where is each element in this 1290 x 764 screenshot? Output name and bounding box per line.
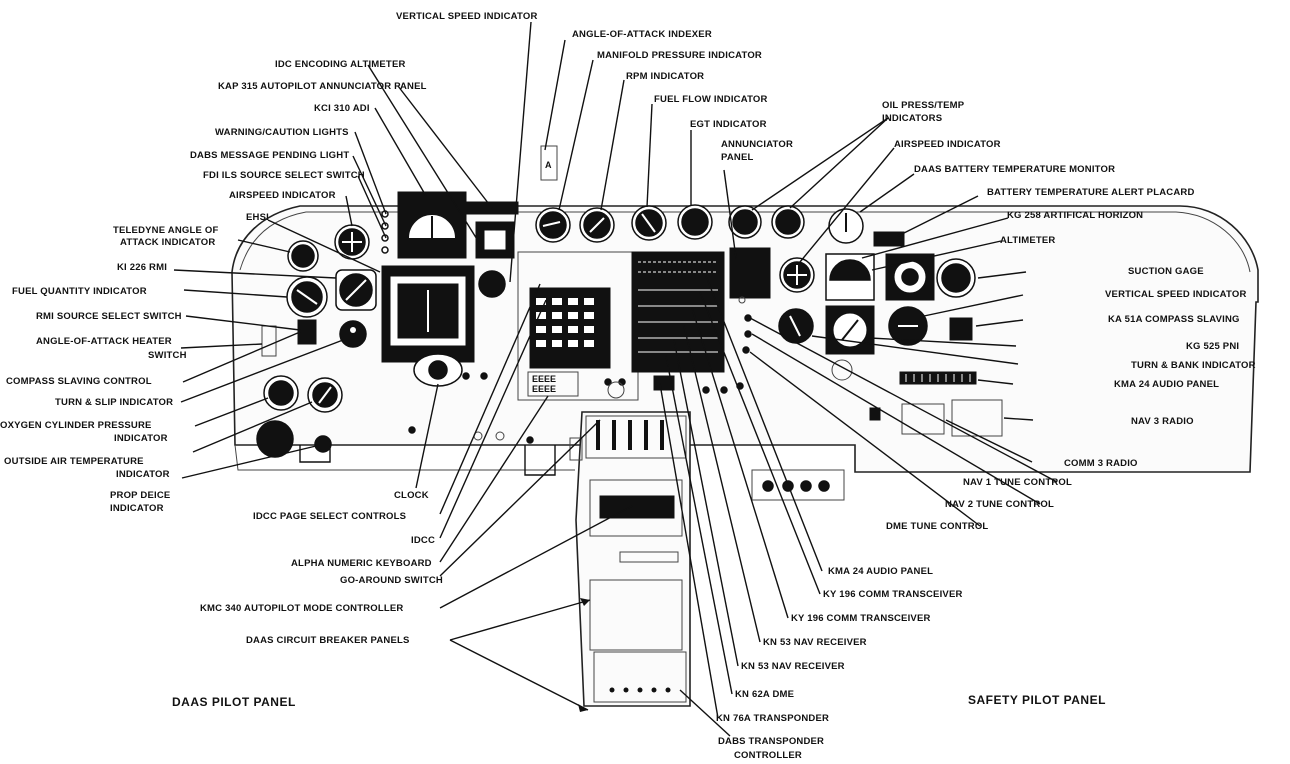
prop-deice-gauge-large (257, 421, 293, 457)
autopilot-gauge (479, 271, 505, 297)
label-safety-pilot-panel: SAFETY PILOT PANEL (968, 693, 1106, 707)
label-kg-525-pni: KG 525 PNI (1186, 341, 1239, 352)
label-oil-press-temp-line2: INDICATORS (882, 113, 942, 124)
label-idcc-page-select-controls: IDCC PAGE SELECT CONTROLS (253, 511, 406, 522)
label-comm-3-radio: COMM 3 RADIO (1064, 458, 1138, 469)
label-warning-caution-lights: WARNING/CAUTION LIGHTS (215, 127, 349, 138)
label-kn-62a-dme: KN 62A DME (735, 689, 794, 700)
label-prop-deice-line2: INDICATOR (110, 503, 164, 514)
label-dabs-transponder-line2: CONTROLLER (734, 750, 802, 761)
label-oat-line2: INDICATOR (116, 469, 170, 480)
label-kma-24-audio-panel-right: KMA 24 AUDIO PANEL (1114, 379, 1219, 390)
label-ky-196-comm-transceiver-1: KY 196 COMM TRANSCEIVER (823, 589, 963, 600)
label-vertical-speed-indicator-right: VERTICAL SPEED INDICATOR (1105, 289, 1247, 300)
radio-stack (632, 252, 724, 372)
label-dabs-message-pending-light: DABS MESSAGE PENDING LIGHT (190, 150, 349, 161)
label-kn-53-nav-receiver-2: KN 53 NAV RECEIVER (741, 661, 845, 672)
autopilot-annunciator (462, 202, 518, 214)
label-compass-slaving-control: COMPASS SLAVING CONTROL (6, 376, 152, 387)
label-nav-3-radio: NAV 3 RADIO (1131, 416, 1194, 427)
label-manifold-pressure-indicator: MANIFOLD PRESSURE INDICATOR (597, 50, 762, 61)
label-daas-circuit-breaker-panels: DAAS CIRCUIT BREAKER PANELS (246, 635, 410, 646)
label-airspeed-indicator-right: AIRSPEED INDICATOR (894, 139, 1001, 150)
label-prop-deice-line1: PROP DEICE (110, 490, 170, 501)
label-fdi-ils-source-select-switch: FDI ILS SOURCE SELECT SWITCH (203, 170, 365, 181)
label-clock: CLOCK (394, 490, 429, 501)
label-egt-indicator: EGT INDICATOR (690, 119, 767, 130)
label-teledyne-aoa-line1: TELEDYNE ANGLE OF (113, 225, 218, 236)
label-annunciator-panel-line2: PANEL (721, 152, 754, 163)
label-oxygen-line1: OXYGEN CYLINDER PRESSURE (0, 420, 152, 431)
label-teledyne-aoa-line2: ATTACK INDICATOR (120, 237, 215, 248)
label-airspeed-indicator-left: AIRSPEED INDICATOR (229, 190, 336, 201)
label-idcc: IDCC (411, 535, 435, 546)
label-oxygen-line2: INDICATOR (114, 433, 168, 444)
label-idc-encoding-altimeter: IDC ENCODING ALTIMETER (275, 59, 406, 70)
label-rmi-source-select-switch: RMI SOURCE SELECT SWITCH (36, 311, 182, 322)
label-ky-196-comm-transceiver-2: KY 196 COMM TRANSCEIVER (791, 613, 931, 624)
svg-text:A: A (545, 160, 552, 170)
svg-text:EEEE: EEEE (532, 374, 556, 384)
svg-text:EEEE: EEEE (532, 384, 556, 394)
label-daas-pilot-panel: DAAS PILOT PANEL (172, 695, 296, 709)
autopilot-mode-controller (600, 496, 674, 518)
label-aoa-heater-line1: ANGLE-OF-ATTACK HEATER (36, 336, 172, 347)
label-fuel-quantity-indicator: FUEL QUANTITY INDICATOR (12, 286, 147, 297)
label-kci-310-adi: KCI 310 ADI (314, 103, 370, 114)
label-battery-temperature-alert-placard: BATTERY TEMPERATURE ALERT PLACARD (987, 187, 1195, 198)
label-turn-slip-indicator: TURN & SLIP INDICATOR (55, 397, 173, 408)
label-oat-line1: OUTSIDE AIR TEMPERATURE (4, 456, 144, 467)
label-rpm-indicator: RPM INDICATOR (626, 71, 704, 82)
label-fuel-flow-indicator: FUEL FLOW INDICATOR (654, 94, 768, 105)
label-oil-press-temp-line1: OIL PRESS/TEMP (882, 100, 965, 111)
battery-alert-placard (874, 232, 904, 246)
label-kg-258-artificial-horizon: KG 258 ARTIFICAL HORIZON (1007, 210, 1143, 221)
label-ehsi: EHSI (246, 212, 269, 223)
label-dabs-transponder-line1: DABS TRANSPONDER (718, 736, 824, 747)
label-kn-76a-transponder: KN 76A TRANSPONDER (716, 713, 829, 724)
label-turn-bank-indicator: TURN & BANK INDICATOR (1131, 360, 1256, 371)
label-alpha-numeric-keyboard: ALPHA NUMERIC KEYBOARD (291, 558, 432, 569)
label-kn-53-nav-receiver-1: KN 53 NAV RECEIVER (763, 637, 867, 648)
label-ki-226-rmi: KI 226 RMI (117, 262, 167, 273)
compass-slaving-unit (950, 318, 972, 340)
label-aoa-heater-line2: SWITCH (148, 350, 187, 361)
label-angle-of-attack-indexer: ANGLE-OF-ATTACK INDEXER (572, 29, 712, 40)
label-vertical-speed-indicator-top: VERTICAL SPEED INDICATOR (396, 11, 538, 22)
instrument-panel-drawing: EEEE EEEE (232, 146, 1258, 706)
label-suction-gage: SUCTION GAGE (1128, 266, 1204, 277)
label-kmc-340-autopilot-mode-controller: KMC 340 AUTOPILOT MODE CONTROLLER (200, 603, 403, 614)
label-altimeter: ALTIMETER (1000, 235, 1055, 246)
rmi-source-switch (298, 320, 316, 344)
label-dme-tune-control: DME TUNE CONTROL (886, 521, 988, 532)
label-kap-315-autopilot-annunciator-panel: KAP 315 AUTOPILOT ANNUNCIATOR PANEL (218, 81, 427, 92)
label-ka-51a-compass-slaving: KA 51A COMPASS SLAVING (1108, 314, 1240, 325)
label-go-around-switch: GO-AROUND SWITCH (340, 575, 443, 586)
turn-slip-gauge (340, 321, 366, 347)
label-nav-1-tune-control: NAV 1 TUNE CONTROL (963, 477, 1072, 488)
label-kma-24-audio-panel-center: KMA 24 AUDIO PANEL (828, 566, 933, 577)
label-daas-battery-temperature-monitor: DAAS BATTERY TEMPERATURE MONITOR (914, 164, 1115, 175)
prop-deice-light (315, 436, 331, 452)
label-nav-2-tune-control: NAV 2 TUNE CONTROL (945, 499, 1054, 510)
label-annunciator-panel-line1: ANNUNCIATOR (721, 139, 793, 150)
